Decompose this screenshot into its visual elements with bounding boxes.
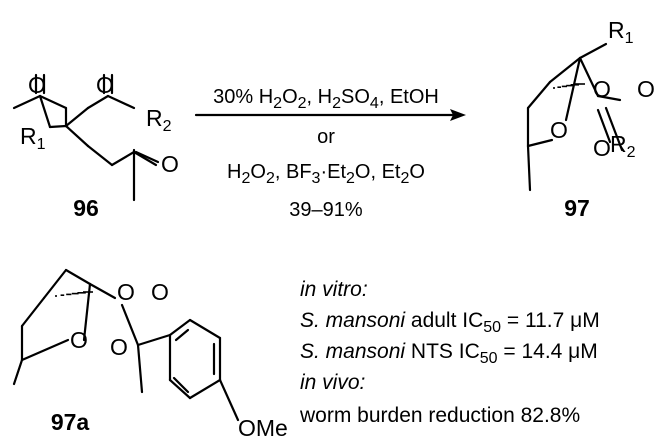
bond bbox=[548, 56, 582, 84]
bond bbox=[174, 328, 190, 342]
worm-burden-line: worm burden reduction 82.8% bbox=[299, 404, 580, 427]
bond bbox=[136, 333, 172, 347]
bond bbox=[604, 106, 624, 152]
activity-panel: in vitro: S. mansoni adult IC50 = 11.7 μ… bbox=[299, 278, 600, 427]
bond bbox=[168, 318, 192, 337]
in-vitro-header: in vitro: bbox=[300, 278, 368, 301]
condition-or: or bbox=[317, 126, 335, 148]
compound-label-96: 96 bbox=[73, 195, 99, 221]
bond bbox=[578, 42, 608, 60]
bond bbox=[86, 94, 110, 110]
adult-ic50-line: S. mansoni adult IC50 = 11.7 μM bbox=[300, 309, 600, 336]
peroxide-oxygen-1: O bbox=[117, 279, 135, 305]
bond bbox=[86, 144, 114, 167]
ketone-oxygen-2: O bbox=[96, 72, 114, 98]
bridge-oxygen: O bbox=[70, 327, 88, 353]
bond bbox=[106, 94, 136, 110]
in-vivo-header: in vivo: bbox=[300, 371, 365, 394]
reaction-conditions: 30% H2O2, H2SO4, EtOH or H2O2, BF3·Et2O,… bbox=[213, 86, 439, 221]
bond bbox=[20, 338, 70, 362]
bridge-oxygen: O bbox=[550, 117, 568, 143]
reactant-96-bonds bbox=[12, 73, 160, 202]
bond bbox=[526, 138, 554, 148]
bond bbox=[136, 343, 144, 394]
bond bbox=[596, 108, 612, 144]
bond bbox=[132, 150, 158, 167]
bond bbox=[88, 282, 117, 300]
ring-oxygen: O bbox=[593, 135, 611, 161]
analog-97a-bonds bbox=[12, 268, 240, 422]
peroxide-oxygen-2: O bbox=[151, 279, 169, 305]
bond bbox=[168, 378, 192, 400]
methoxy-group: OMe bbox=[238, 415, 288, 436]
reactant-96-atoms: O O O R1 R2 bbox=[20, 72, 179, 177]
bond bbox=[38, 94, 68, 110]
peroxide-oxygen-2: O bbox=[637, 76, 655, 102]
condition-line-3: H2O2, BF3·Et2O, Et2O bbox=[227, 161, 425, 187]
compound-label-97a: 97a bbox=[51, 409, 90, 435]
bond bbox=[20, 296, 46, 328]
substituent-r2: R2 bbox=[146, 105, 172, 135]
bond bbox=[134, 150, 160, 164]
bond bbox=[64, 106, 90, 128]
bond bbox=[120, 303, 140, 347]
bond bbox=[218, 378, 240, 422]
substituent-r2: R2 bbox=[610, 131, 636, 161]
bond bbox=[526, 80, 552, 110]
condition-line-1: 30% H2O2, H2SO4, EtOH bbox=[213, 86, 439, 112]
bond bbox=[578, 56, 600, 98]
bond bbox=[564, 56, 582, 122]
bond bbox=[82, 282, 92, 342]
substituent-r1: R1 bbox=[608, 17, 634, 47]
bond bbox=[64, 268, 92, 286]
bond bbox=[48, 124, 68, 129]
compound-label-97: 97 bbox=[564, 195, 590, 221]
bond bbox=[12, 358, 24, 386]
ketone-oxygen-1: O bbox=[28, 72, 46, 98]
bond bbox=[188, 378, 222, 400]
substituent-r1: R1 bbox=[20, 123, 46, 153]
analog-97a-atoms: O O O O OMe bbox=[70, 279, 288, 436]
reaction-arrow bbox=[194, 109, 466, 121]
condition-yield: 39–91% bbox=[289, 199, 363, 221]
bond bbox=[526, 144, 532, 192]
ring-oxygen: O bbox=[110, 334, 128, 360]
bond bbox=[110, 150, 136, 167]
bond bbox=[172, 376, 190, 394]
bond bbox=[188, 318, 222, 340]
bond bbox=[42, 268, 68, 300]
product-97-bonds bbox=[526, 42, 624, 192]
bond bbox=[38, 94, 52, 129]
nts-ic50-line: S. mansoni NTS IC50 = 14.4 μM bbox=[300, 340, 598, 367]
bond bbox=[596, 94, 622, 102]
bond bbox=[12, 94, 42, 110]
bond bbox=[64, 124, 90, 148]
product-97-atoms: R1 R2 O O O O bbox=[550, 17, 655, 161]
peroxide-oxygen-1: O bbox=[593, 76, 611, 102]
ketone-oxygen-3: O bbox=[161, 151, 179, 177]
